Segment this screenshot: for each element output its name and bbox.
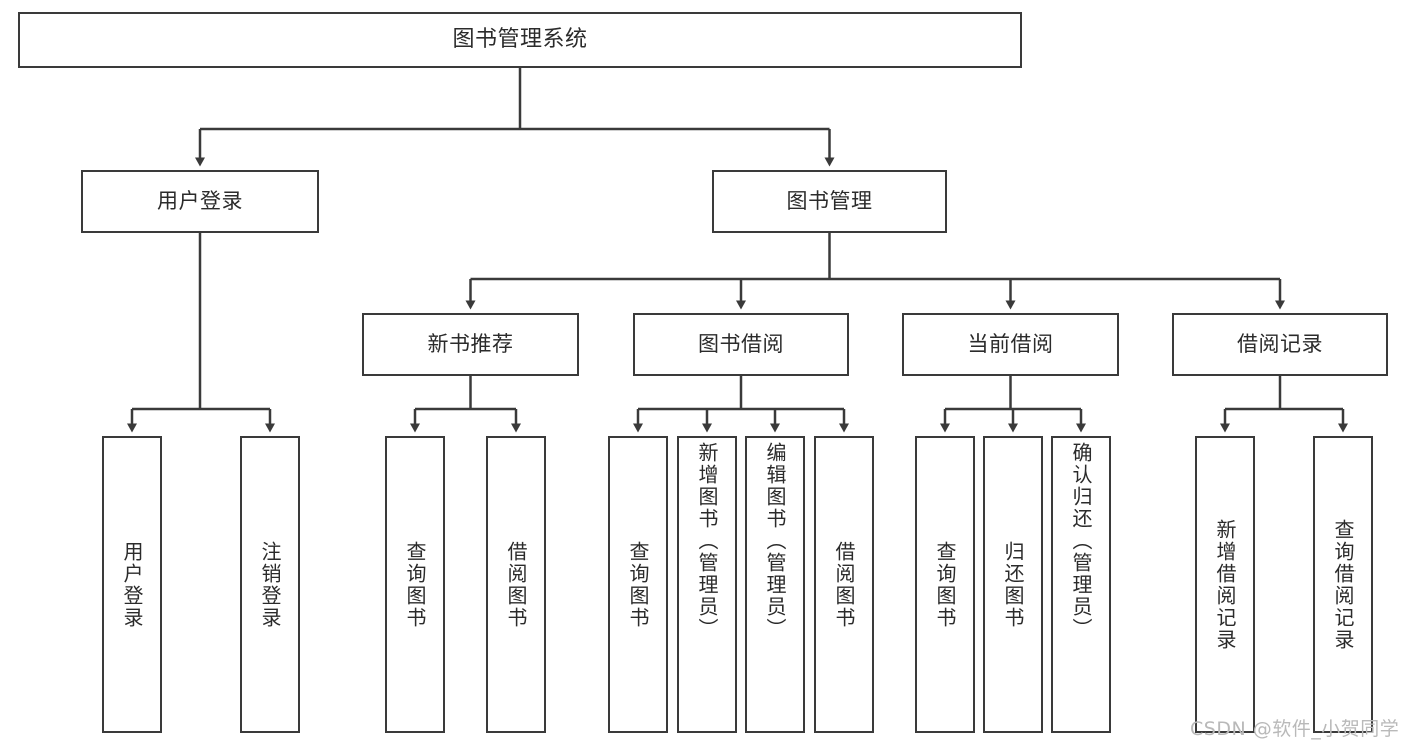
- node-label: 查询图书: [403, 540, 427, 629]
- node-label: 查询图书: [626, 540, 650, 629]
- node-label: 图书管理系统: [452, 27, 588, 53]
- node-label: 确认归还（管理员）: [1069, 442, 1093, 640]
- leaf-leaf-borrow-book-1[interactable]: 借阅图书: [486, 436, 546, 733]
- node-label: 借阅图书: [832, 540, 856, 629]
- node-label: 新增借阅记录: [1213, 518, 1237, 651]
- leaf-leaf-query-book-1[interactable]: 查询图书: [385, 436, 445, 733]
- node-label: 图书管理: [786, 189, 873, 214]
- node-label: 新书推荐: [427, 332, 514, 357]
- leaf-leaf-confirm-return-admin[interactable]: 确认归还（管理员）: [1051, 436, 1111, 733]
- node-label: 当前借阅: [967, 332, 1054, 357]
- node-label: 注销登录: [258, 540, 282, 629]
- node-label: 图书借阅: [698, 332, 784, 357]
- node-current-borrow[interactable]: 当前借阅: [902, 313, 1119, 376]
- node-label: 新增图书（管理员）: [695, 442, 719, 640]
- node-label: 归还图书: [1001, 540, 1025, 629]
- leaf-leaf-user-login[interactable]: 用户登录: [102, 436, 162, 733]
- csdn-watermark: CSDN @软件_小贺同学: [1190, 718, 1400, 740]
- leaf-leaf-query-borrow-record[interactable]: 查询借阅记录: [1313, 436, 1373, 733]
- node-label: 查询图书: [933, 540, 957, 629]
- node-label: 借阅记录: [1237, 332, 1323, 357]
- leaf-leaf-query-book-3[interactable]: 查询图书: [915, 436, 975, 733]
- node-label: 借阅图书: [504, 540, 528, 629]
- node-book-manage[interactable]: 图书管理: [712, 170, 947, 233]
- node-book-borrow[interactable]: 图书借阅: [633, 313, 849, 376]
- node-label: 编辑图书（管理员）: [763, 442, 787, 640]
- leaf-leaf-borrow-book-2[interactable]: 借阅图书: [814, 436, 874, 733]
- node-user-login[interactable]: 用户登录: [81, 170, 319, 233]
- node-label: 用户登录: [120, 540, 144, 629]
- leaf-leaf-logout-login[interactable]: 注销登录: [240, 436, 300, 733]
- leaf-leaf-return-book[interactable]: 归还图书: [983, 436, 1043, 733]
- node-new-book-recommend[interactable]: 新书推荐: [362, 313, 579, 376]
- node-borrow-record[interactable]: 借阅记录: [1172, 313, 1388, 376]
- leaf-leaf-add-borrow-record[interactable]: 新增借阅记录: [1195, 436, 1255, 733]
- leaf-leaf-edit-book-admin[interactable]: 编辑图书（管理员）: [745, 436, 805, 733]
- leaf-leaf-query-book-2[interactable]: 查询图书: [608, 436, 668, 733]
- node-label: 用户登录: [157, 189, 243, 214]
- node-label: 查询借阅记录: [1331, 518, 1355, 651]
- leaf-leaf-add-book-admin[interactable]: 新增图书（管理员）: [677, 436, 737, 733]
- node-root[interactable]: 图书管理系统: [18, 12, 1022, 68]
